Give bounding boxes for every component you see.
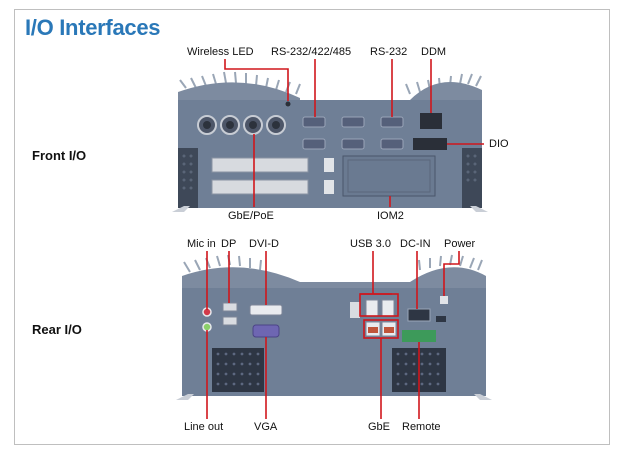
page-title: I/O Interfaces — [25, 15, 161, 40]
label-usb30: USB 3.0 — [350, 238, 391, 250]
label-mic-in: Mic in — [187, 238, 216, 250]
label-ddm: DDM — [421, 46, 447, 58]
label-rs232-422-485: RS-232/422/485 — [271, 46, 352, 58]
label-gbe-poe: GbE/PoE — [228, 210, 274, 222]
label-rs232: RS-232 — [370, 46, 408, 58]
label-line-out: Line out — [184, 421, 224, 433]
label-dvi-d: DVI-D — [249, 238, 279, 250]
rear-chassis — [176, 254, 492, 400]
front-callout-lines — [224, 59, 484, 207]
label-wireless-led: Wireless LED — [187, 46, 254, 58]
rear-io-heading: Rear I/O — [32, 322, 82, 337]
rear-callout-lines — [206, 251, 460, 419]
label-iom2: IOM2 — [377, 210, 404, 222]
label-remote: Remote — [402, 421, 441, 433]
label-vga: VGA — [254, 421, 278, 433]
label-dio: DIO — [489, 138, 509, 150]
label-dp: DP — [221, 238, 237, 250]
front-chassis — [172, 71, 488, 212]
front-io-heading: Front I/O — [32, 148, 87, 163]
label-gbe: GbE — [368, 421, 391, 433]
label-dc-in: DC-IN — [400, 238, 431, 250]
label-power: Power — [444, 238, 476, 250]
